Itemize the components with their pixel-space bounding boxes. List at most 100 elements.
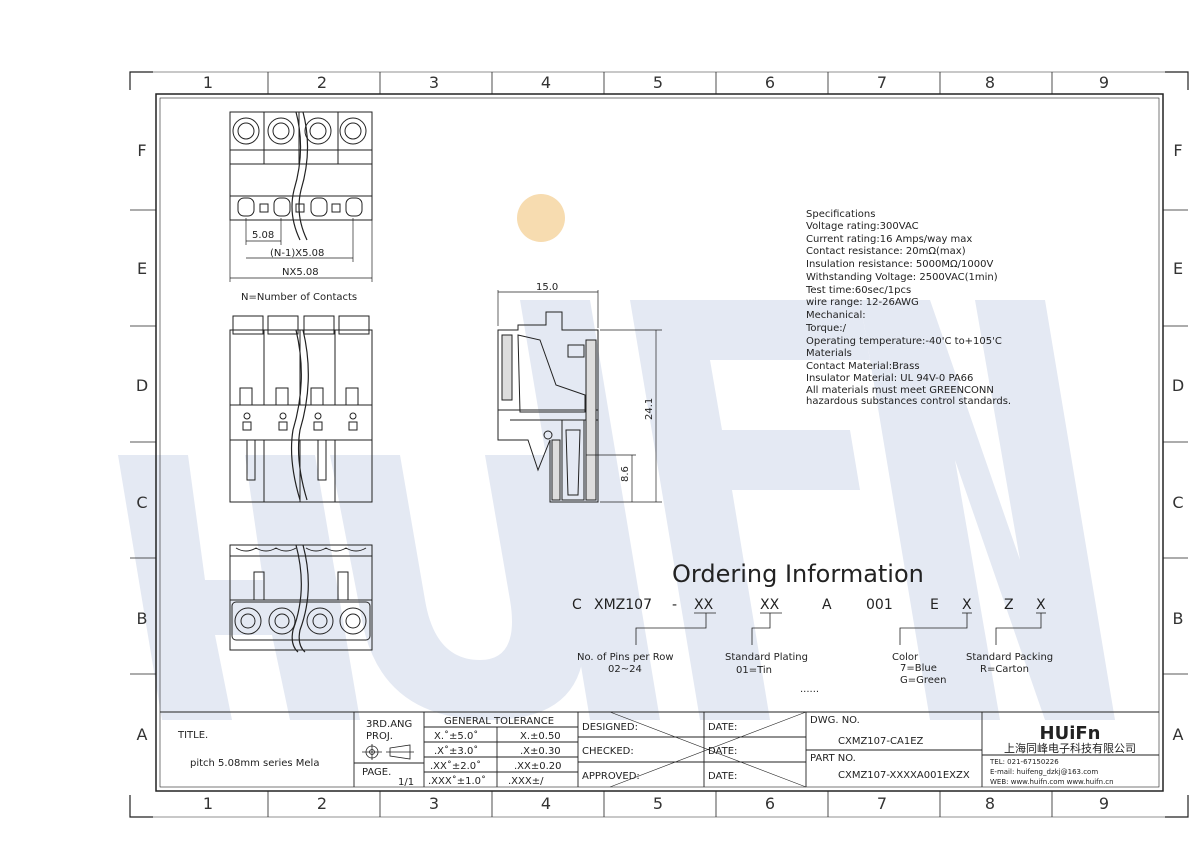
row-label: B [137,609,148,628]
plating-label: Standard Plating [725,652,808,663]
company-name: 上海同峰电子科技有限公司 [1004,741,1136,755]
pins-label: No. of Pins per Row [577,652,674,663]
dim-n1-pitch: (N-1)X5.08 [270,248,324,259]
col-label: 2 [317,73,327,92]
code-part: A [822,597,832,613]
code-part: X [1036,597,1046,613]
dim-pitch: 5.08 [252,230,274,241]
code-part: Z [1004,597,1014,613]
pins-value: 02~24 [608,664,642,675]
spec-line: Current rating:16 Amps/way max [806,234,972,245]
row-label: E [137,259,147,278]
row-label: C [136,493,147,512]
col-label: 9 [1099,794,1109,813]
packing-label: Standard Packing [966,652,1053,663]
watermark-dot [517,194,565,242]
top-view-dimensions [229,218,373,282]
row-label: A [137,725,148,744]
spec-line: Contact Material:Brass [806,361,920,372]
title-value: pitch 5.08mm series Mela [190,758,319,769]
col-label: 1 [203,794,213,813]
spec-line: All materials must meet GREENCONN [806,385,994,396]
code-part: XMZ107 [594,597,652,613]
proj-label-2: PROJ. [366,731,393,742]
code-part: XX [694,597,714,613]
tol-cell: .XX˚±2.0˚ [430,760,481,772]
date-label: DATE: [708,722,737,733]
part-no-label: PART NO. [810,753,856,764]
page-label: PAGE. [362,767,391,778]
middle-view [229,315,373,503]
spec-line: wire range: 12-26AWG [806,297,919,308]
dwg-no-value: CXMZ107-CA1EZ [838,736,924,747]
spec-line: Operating temperature:-40'C to+105'C [806,336,1002,347]
packing-value: R=Carton [980,664,1029,675]
tol-cell: X.±0.50 [520,731,561,742]
side-view-dimensions [497,290,662,503]
company-web: WEB: www.huifn.com www.huifn.cn [990,778,1114,786]
spec-line: Insulation resistance: 5000MΩ/1000V [806,259,993,270]
spec-line: Test time:60sec/1pcs [805,285,911,296]
page-value: 1/1 [398,777,414,788]
code-part: E [930,597,939,613]
col-label: 8 [985,73,995,92]
spec-line: Voltage rating:300VAC [806,221,919,232]
grid-row-labels-right: F E D C B A [1172,141,1184,744]
code-part: XX [760,597,780,613]
tol-cell: .X±0.30 [520,746,561,757]
ordering-title: Ordering Information [672,560,924,588]
spec-line: Withstanding Voltage: 2500VAC(1min) [806,272,998,283]
col-label: 1 [203,73,213,92]
dim-height: 24.1 [644,398,655,420]
col-label: 9 [1099,73,1109,92]
spec-line: Specifications [806,209,875,220]
col-label: 7 [877,73,887,92]
code-part: C [572,597,582,613]
col-label: 7 [877,794,887,813]
tol-cell: .XX±0.20 [514,761,562,772]
ordering-leaders [635,612,1046,645]
part-no-value: CXMZ107-XXXXA001EXZX [838,770,970,781]
grid-ticks [130,72,1188,817]
approved-label: APPROVED: [582,771,640,782]
grid-row-labels-left: F E D C B A [136,141,148,744]
tol-cell: .XXX±/ [508,776,544,787]
spec-line: Materials [806,348,852,359]
col-label: 5 [653,73,663,92]
col-label: 6 [765,794,775,813]
proj-label-1: 3RD.ANG [366,719,412,730]
row-label: E [1173,259,1183,278]
tolerance-table: X.˚±5.0˚ X.±0.50 .X˚±3.0˚ .X±0.30 .XX˚±2… [428,730,562,787]
col-label: 2 [317,794,327,813]
side-view [497,311,599,503]
spec-line: Insulator Material: UL 94V-0 PA66 [806,373,973,384]
spec-line: Mechanical: [806,310,866,321]
color-label: Color [892,652,919,663]
dim-n-pitch: NX5.08 [282,267,319,278]
spec-line: Torque:/ [805,323,847,334]
company-logo: HUiFn [1040,723,1101,744]
date-label: DATE: [708,746,737,757]
company-email: E-mail: huifeng_dzkj@163.com [990,768,1098,776]
watermark [118,194,1115,720]
bottom-view [229,544,373,653]
projection-symbol-icon [362,744,414,760]
spec-line: Contact resistance: 20mΩ(max) [806,246,966,257]
col-label: 4 [541,73,551,92]
contacts-note: N=Number of Contacts [241,292,357,303]
row-label: D [136,376,148,395]
dim-small: 8.6 [620,466,631,482]
tolerance-header: GENERAL TOLERANCE [444,716,554,727]
designed-label: DESIGNED: [582,722,638,733]
company-tel: TEL: 021-67150226 [989,758,1059,766]
code-part: X [962,597,972,613]
plating-value: 01=Tin [736,665,772,676]
code-part: 001 [866,597,893,613]
color-value-green: G=Green [900,675,946,686]
title-label: TITLE. [177,730,208,741]
tol-cell: .XXX˚±1.0˚ [428,775,486,787]
title-block-grid [160,711,1159,788]
col-label: 6 [765,73,775,92]
checked-label: CHECKED: [582,746,634,757]
